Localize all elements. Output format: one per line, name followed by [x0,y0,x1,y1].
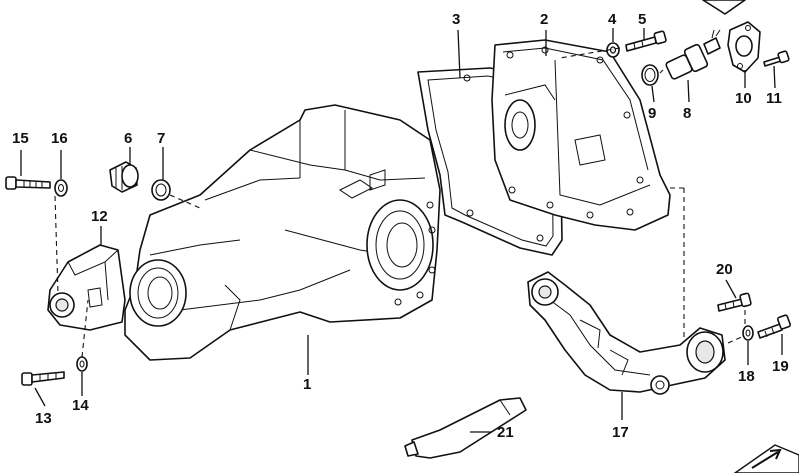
sensor-plate[interactable] [727,21,761,73]
label-part-19: 19 [772,358,789,375]
label-part-10: 10 [735,90,752,107]
label-part-14: 14 [72,397,89,414]
sensor[interactable] [665,29,721,80]
bolt-5[interactable] [625,30,667,52]
label-part-11: 11 [766,90,782,107]
sealant-tube[interactable] [404,397,527,459]
label-part-6: 6 [124,130,132,147]
label-part-18: 18 [738,368,755,385]
washer-4[interactable] [606,42,620,58]
bolt-19[interactable] [757,314,791,339]
washer-18[interactable] [742,325,754,341]
leader-lines [20,28,783,433]
label-part-17: 17 [612,424,629,441]
label-part-1: 1 [303,376,311,393]
label-part-7: 7 [157,130,165,147]
label-part-5: 5 [638,11,646,28]
warning-triangle-icon [702,0,746,15]
label-part-15: 15 [12,130,29,147]
drain-plug[interactable] [109,161,139,193]
o-ring[interactable] [641,64,659,86]
mounting-bracket[interactable] [47,244,126,331]
part-labels: 1 2 3 4 5 6 7 8 9 10 11 12 13 14 15 16 1… [12,11,789,441]
label-part-16: 16 [51,130,68,147]
label-part-8: 8 [683,105,691,122]
label-part-12: 12 [91,208,108,225]
label-part-13: 13 [35,410,52,427]
differential-housing[interactable] [124,104,441,361]
bolt-13[interactable] [21,371,65,386]
washer-14[interactable] [76,356,88,372]
label-part-4: 4 [608,11,617,28]
arrow-icon[interactable] [733,444,799,473]
label-part-21: 21 [497,424,514,441]
sealing-ring[interactable] [151,179,171,201]
washer-16[interactable] [54,179,68,197]
alignment-lines [54,47,746,358]
label-part-20: 20 [716,261,733,278]
bolt-15[interactable] [5,176,51,190]
label-part-3: 3 [452,11,460,28]
label-part-9: 9 [648,105,656,122]
label-part-2: 2 [540,11,548,28]
screw-11[interactable] [763,50,790,67]
bolt-20[interactable] [717,292,752,312]
support-arm[interactable] [527,271,726,395]
differential-cover[interactable] [491,39,671,231]
